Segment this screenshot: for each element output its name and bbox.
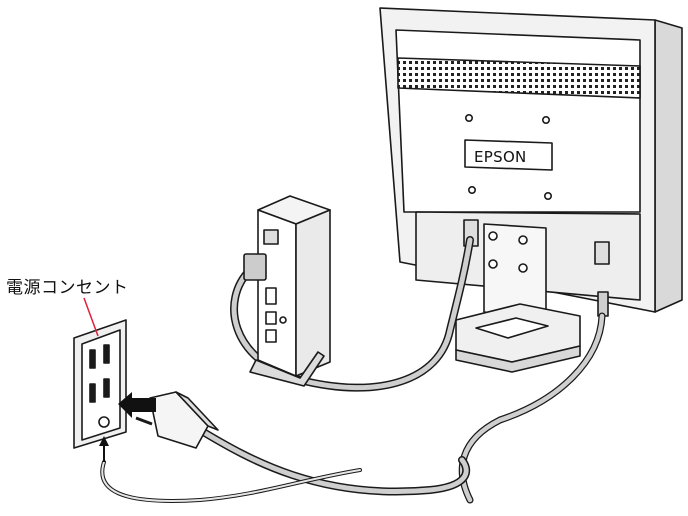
cables — [100, 236, 606, 504]
hdmi-port — [265, 287, 277, 305]
screw-hole — [467, 186, 476, 195]
screw-hole — [543, 192, 552, 201]
power-plug — [133, 391, 219, 449]
vga-plug — [243, 253, 267, 281]
socket-slot — [89, 349, 96, 369]
lan-port — [263, 229, 279, 245]
ac-power-cord — [196, 426, 471, 496]
usb-port — [265, 329, 277, 343]
usb-port — [265, 311, 277, 325]
vent-grille — [397, 57, 641, 99]
wall-outlet — [73, 319, 127, 449]
screw-hole — [541, 116, 550, 125]
socket-slot — [103, 378, 110, 398]
monitor-brand: EPSON — [474, 148, 527, 166]
callout-leader — [83, 297, 99, 337]
screw-hole — [464, 114, 473, 123]
mini-pc — [243, 195, 331, 387]
insert-arrow — [118, 392, 156, 418]
monitor: EPSON — [379, 7, 683, 373]
outlet-label: 電源コンセント — [6, 278, 129, 298]
ground-arrow — [99, 436, 109, 462]
socket-slot — [89, 383, 96, 403]
pc-stand — [249, 351, 325, 387]
monitor-power-port — [594, 241, 610, 265]
brand-plate — [464, 139, 553, 171]
ground-terminal — [98, 416, 110, 428]
socket-slot — [103, 344, 110, 364]
